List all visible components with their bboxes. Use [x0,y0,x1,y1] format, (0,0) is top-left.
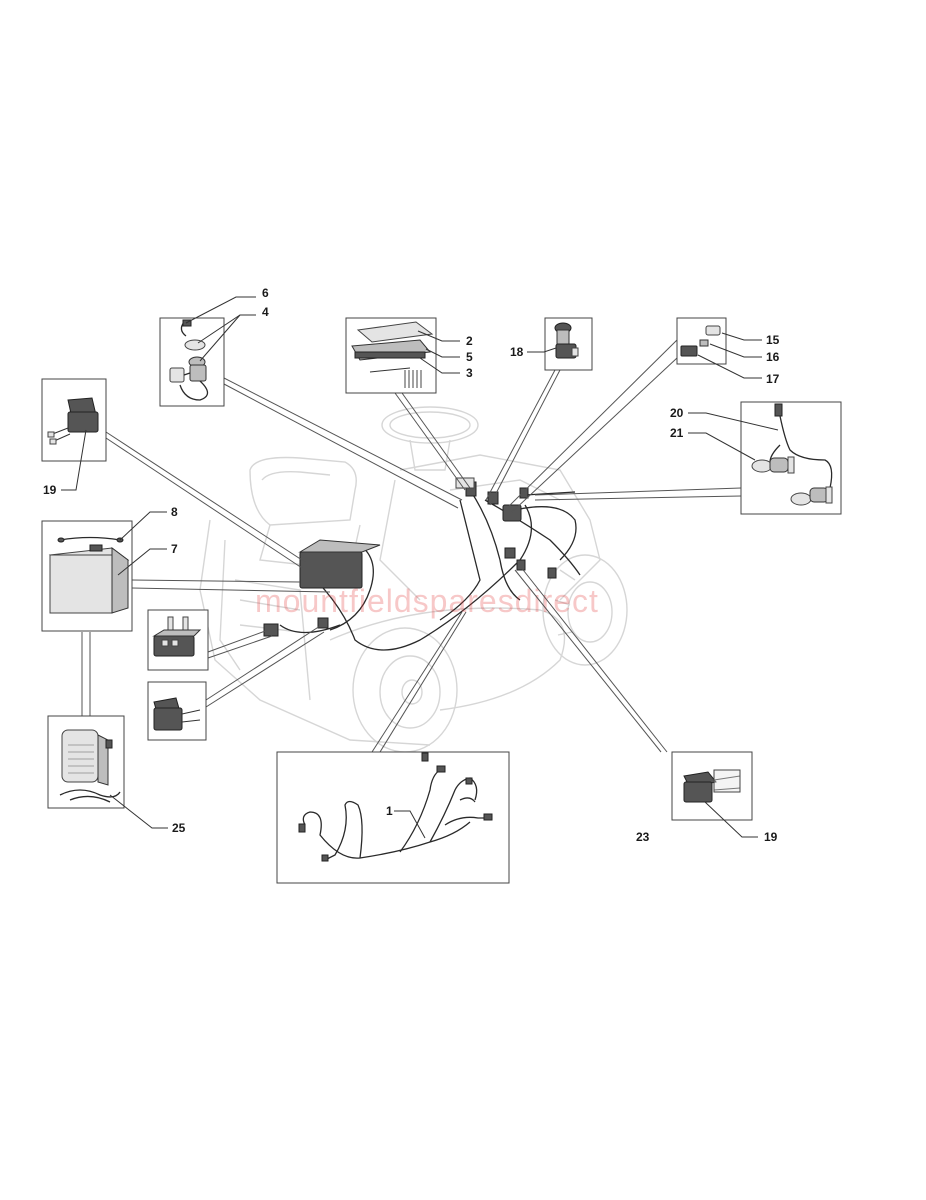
label-25: 25 [172,821,186,835]
box-wiring-harness [276,751,510,884]
label-16: 16 [766,350,780,364]
label-17: 17 [766,372,780,386]
label-19-left: 19 [43,483,57,497]
label-15: 15 [766,333,780,347]
label-1: 1 [386,804,393,818]
leader-lines [61,296,779,839]
connection-lines [81,339,742,753]
label-21: 21 [670,426,684,440]
watermark: mountfieldsparesdirect [255,583,599,619]
box-rocker-switch-right [671,751,753,821]
harness-on-tractor [263,477,581,651]
box-seat-switch [544,317,593,371]
label-20: 20 [670,406,684,420]
box-toggle-switch [147,681,207,741]
box-relay [147,609,209,671]
label-4: 4 [262,305,269,319]
label-3: 3 [466,366,473,380]
box-headlights [740,401,842,515]
label-6: 6 [262,286,269,300]
label-8: 8 [171,505,178,519]
callout-labels: 6 4 2 5 3 18 15 16 17 20 21 19 8 7 25 1 … [43,286,780,844]
label-18: 18 [510,345,524,359]
label-2: 2 [466,334,473,348]
box-battery-charger [47,715,125,809]
box-dashboard-panel [345,317,437,394]
box-ignition-switch [159,317,225,407]
label-19-right: 19 [764,830,778,844]
label-23: 23 [636,830,650,844]
label-7: 7 [171,542,178,556]
box-rocker-switch-left [41,378,107,462]
box-battery [41,520,133,632]
label-5: 5 [466,350,473,364]
tractor-outline [199,406,628,753]
